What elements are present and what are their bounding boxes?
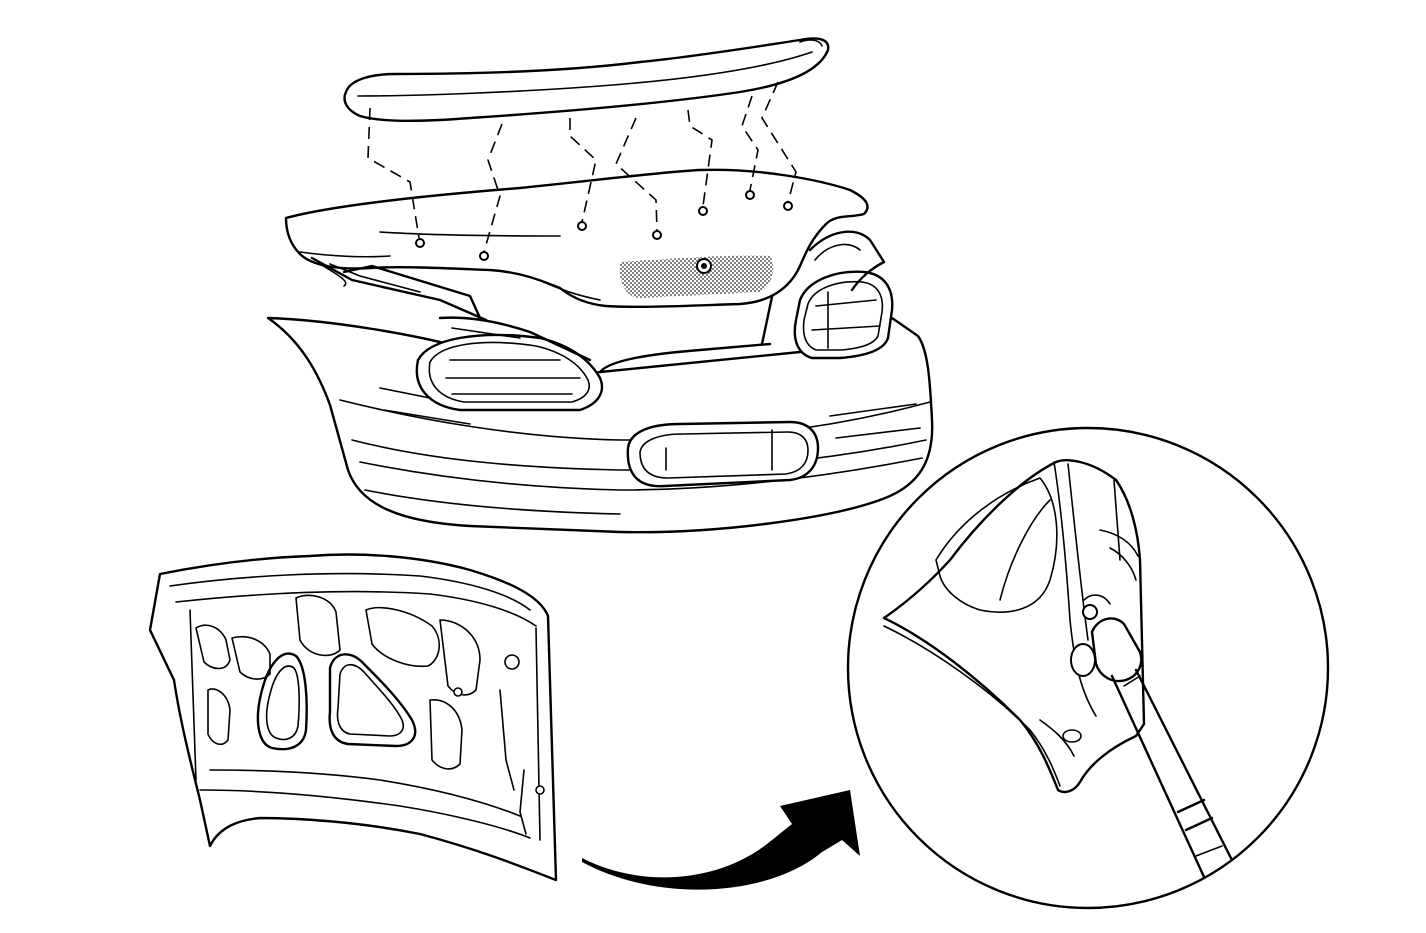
fastener-leader-lines bbox=[367, 81, 797, 253]
trunk-lid-inner-panel bbox=[148, 553, 558, 882]
left-tail-lamp bbox=[415, 333, 604, 412]
fastener-holes bbox=[415, 190, 793, 261]
trunk-lid bbox=[284, 168, 869, 322]
detail-arrow bbox=[582, 790, 860, 890]
rear-spoiler bbox=[343, 37, 830, 122]
right-tail-lamp bbox=[793, 270, 894, 360]
detail-magnifier-circle bbox=[846, 426, 1330, 910]
wire-harness-grommet bbox=[1090, 617, 1244, 892]
